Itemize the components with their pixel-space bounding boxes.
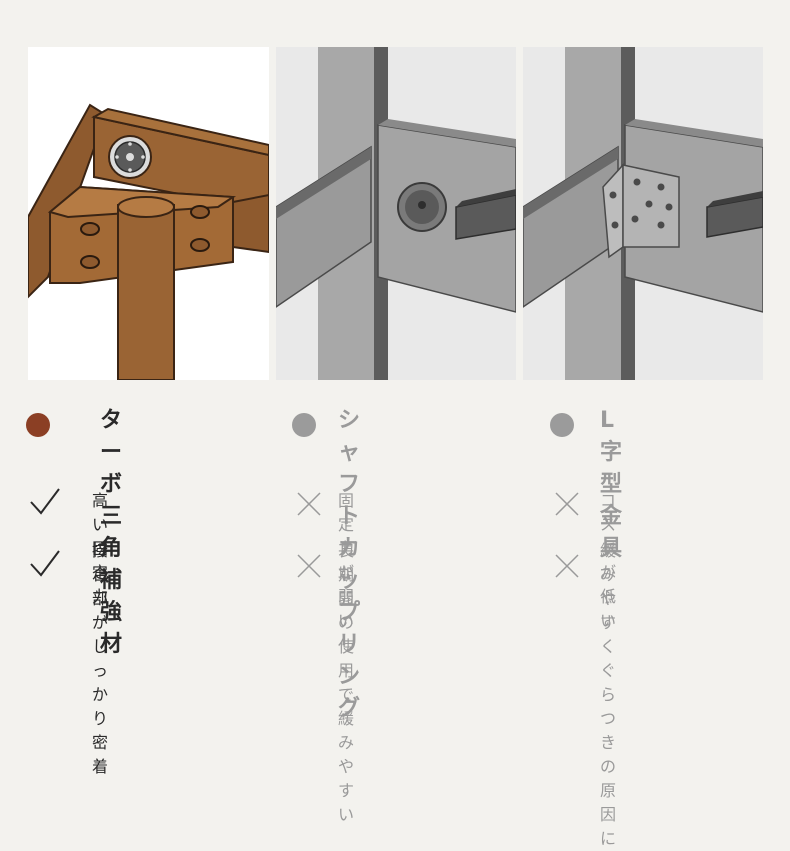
column-title: シャフトカ ップリング (338, 408, 362, 721)
column-title: L字型金具 (600, 408, 624, 561)
l-bracket-drawing (523, 47, 763, 380)
cross-icon (297, 554, 321, 578)
check-icon (30, 550, 60, 577)
gray-dot-icon (292, 413, 316, 437)
point-text: 緩みやすく ぐらつきの原因に (600, 541, 617, 848)
cross-icon (297, 492, 321, 516)
point-text: 長期間の使用 で緩みやすい (338, 541, 355, 824)
brown-dot-icon (26, 413, 50, 437)
point-text: 接合部がし っかり密着 (92, 541, 109, 776)
shaft-coupling-drawing (276, 47, 516, 380)
cross-icon (555, 492, 579, 516)
l-bracket-illustration (523, 47, 763, 380)
cross-icon (555, 554, 579, 578)
point-text: コストが低い (600, 491, 617, 630)
shaft-coupling-illustration (276, 47, 516, 380)
point-text: 固定力が弱い (338, 491, 355, 630)
turbo-bracket-drawing (28, 103, 269, 380)
point-text: 高い固定力 (92, 491, 109, 606)
column-title: ターボ 三角補強材 (100, 408, 124, 657)
gray-dot-icon (550, 413, 574, 437)
turbo-bracket-illustration (28, 47, 269, 380)
check-icon (30, 488, 60, 515)
